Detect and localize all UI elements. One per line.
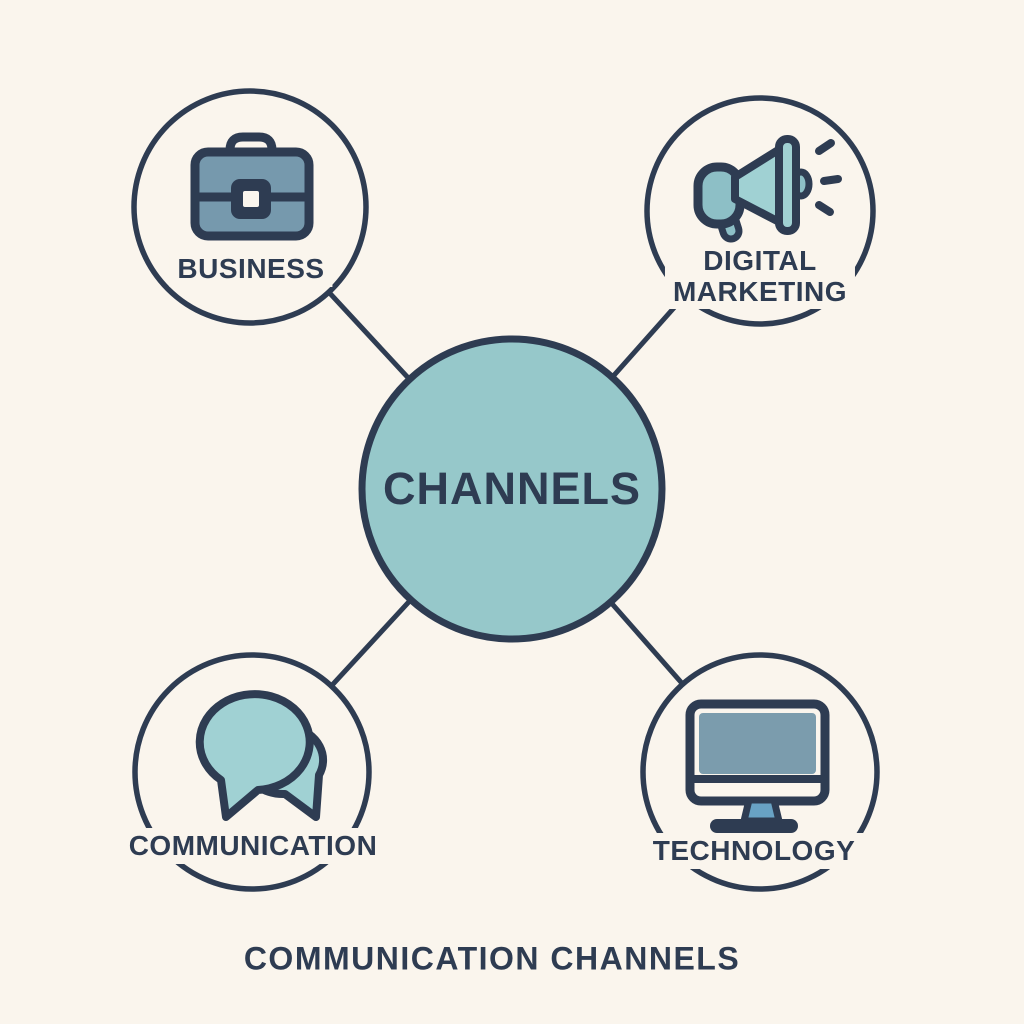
node-label-technology: TECHNOLOGY xyxy=(644,833,864,869)
center-circle xyxy=(358,335,666,643)
sound-dash xyxy=(815,201,834,216)
megaphone-icon xyxy=(693,135,842,243)
briefcase-icon xyxy=(190,132,314,241)
chat-bubbles-icon xyxy=(195,690,327,821)
node-label-communication: COMMUNICATION xyxy=(120,828,386,864)
monitor-base xyxy=(710,819,798,833)
briefcase-clasp-inner xyxy=(243,191,259,207)
node-label-digital-line1: DIGITAL xyxy=(703,245,817,276)
megaphone-rim xyxy=(775,135,800,235)
node-label-business: BUSINESS xyxy=(169,251,333,287)
sound-waves-icon xyxy=(815,139,842,216)
monitor-screen xyxy=(699,713,816,774)
chat-bubble-large xyxy=(195,690,314,821)
sound-dash xyxy=(815,139,835,155)
caption: COMMUNICATION CHANNELS xyxy=(243,940,741,977)
monitor-icon xyxy=(685,699,830,833)
center-label: CHANNELS xyxy=(382,463,642,514)
node-label-digital-line2: MARKETING xyxy=(672,276,848,307)
monitor-stand xyxy=(740,796,783,825)
briefcase-handle xyxy=(225,132,277,174)
node-label-digital-marketing: DIGITAL MARKETING xyxy=(664,243,856,309)
sound-dash xyxy=(820,175,842,185)
